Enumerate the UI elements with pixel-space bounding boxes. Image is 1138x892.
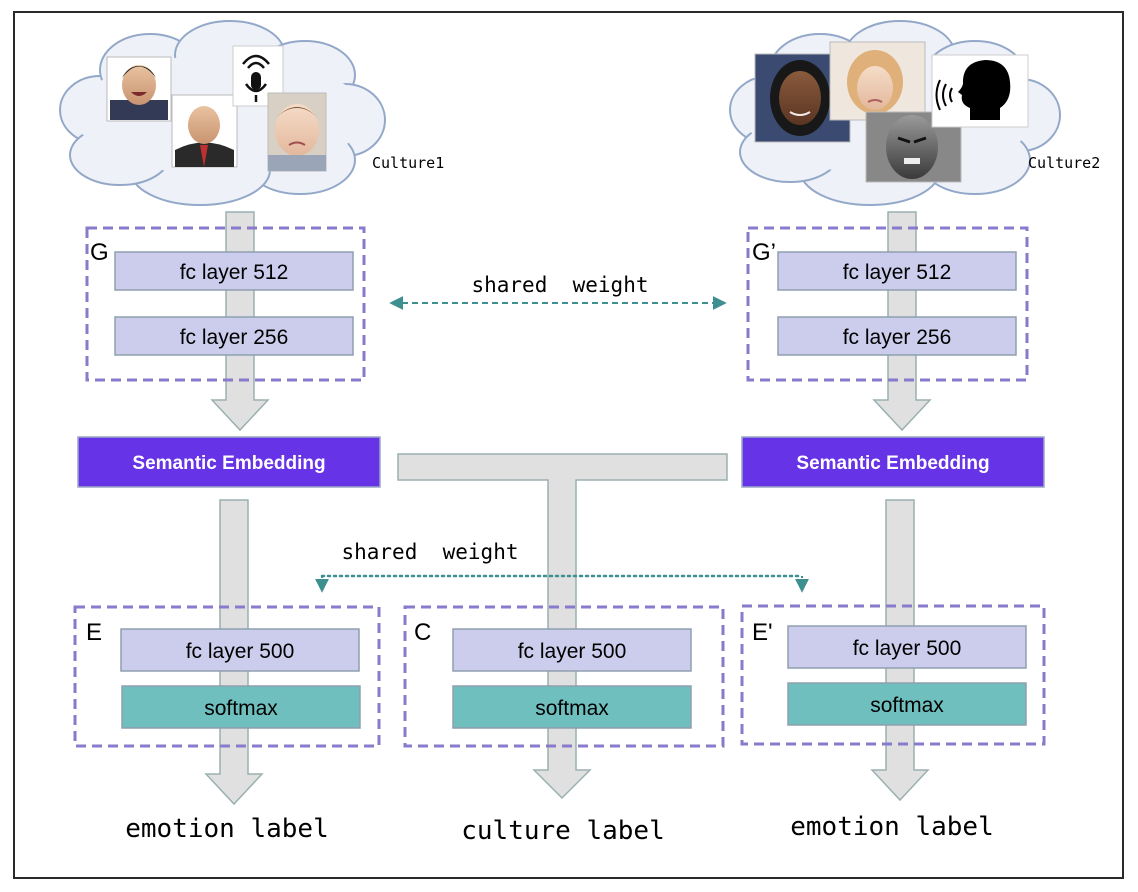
g-prime-fc-layer-256 <box>777 316 1017 356</box>
speaking-head-icon <box>931 54 1029 128</box>
shared-weight-top-label: shared weight <box>471 273 648 297</box>
flow-connector-to-culture-classifier <box>397 453 728 800</box>
shared-weight-bottom-label: shared weight <box>341 540 518 564</box>
microphone-icon <box>232 45 284 107</box>
e-prime-softmax-label: softmax <box>870 694 944 717</box>
g-fc-layer-512 <box>114 251 354 291</box>
g-prime-fc-layer-256-label: fc layer 256 <box>843 326 952 349</box>
c-fc-layer-500 <box>452 628 692 672</box>
emotion-label-right: emotion label <box>790 812 994 842</box>
culture2-label: Culture2 <box>1028 154 1100 172</box>
semantic-embedding-right-label: Semantic Embedding <box>796 453 989 474</box>
pouting-child-face-photo <box>267 92 327 172</box>
g-prime-fc-layer-512-label: fc layer 512 <box>843 261 952 284</box>
generator-g-prime-box <box>746 226 1029 382</box>
culture1-label: Culture1 <box>372 154 444 172</box>
classifier-e-prime-box <box>740 604 1046 746</box>
e-fc-layer-500-label: fc layer 500 <box>186 640 295 663</box>
sad-girl-face-photo <box>829 41 926 121</box>
e-softmax-label: softmax <box>204 697 278 720</box>
e-softmax <box>121 685 361 729</box>
man-in-suit-face-photo <box>171 94 238 168</box>
e-prime-fc-layer-500 <box>787 625 1027 669</box>
angry-boy-face-photo <box>865 111 962 183</box>
e-prime-fc-layer-500-label: fc layer 500 <box>853 637 962 660</box>
generator-g-box <box>85 226 366 382</box>
generator-g-label: G <box>90 239 109 266</box>
e-prime-softmax <box>787 682 1027 726</box>
classifier-e-label: E <box>86 619 102 646</box>
e-fc-layer-500 <box>120 628 360 672</box>
semantic-embedding-right <box>741 436 1045 488</box>
g-fc-layer-256 <box>114 316 354 356</box>
culture-label-output: culture label <box>461 816 665 846</box>
classifier-e-box <box>73 605 381 748</box>
classifier-c-box <box>403 605 725 748</box>
classifier-e-prime-label: E' <box>752 619 773 646</box>
semantic-embedding-left <box>77 436 381 488</box>
c-fc-layer-500-label: fc layer 500 <box>518 640 627 663</box>
g-fc-layer-512-label: fc layer 512 <box>180 261 289 284</box>
semantic-embedding-left-label: Semantic Embedding <box>132 453 325 474</box>
c-softmax <box>452 685 692 729</box>
g-fc-layer-256-label: fc layer 256 <box>180 326 289 349</box>
generator-g-prime-label: G’ <box>752 239 776 266</box>
c-softmax-label: softmax <box>535 697 609 720</box>
emotion-label-left: emotion label <box>125 814 329 844</box>
laughing-man-face-photo <box>106 56 172 122</box>
g-prime-fc-layer-512 <box>777 251 1017 291</box>
classifier-c-label: C <box>414 619 431 646</box>
